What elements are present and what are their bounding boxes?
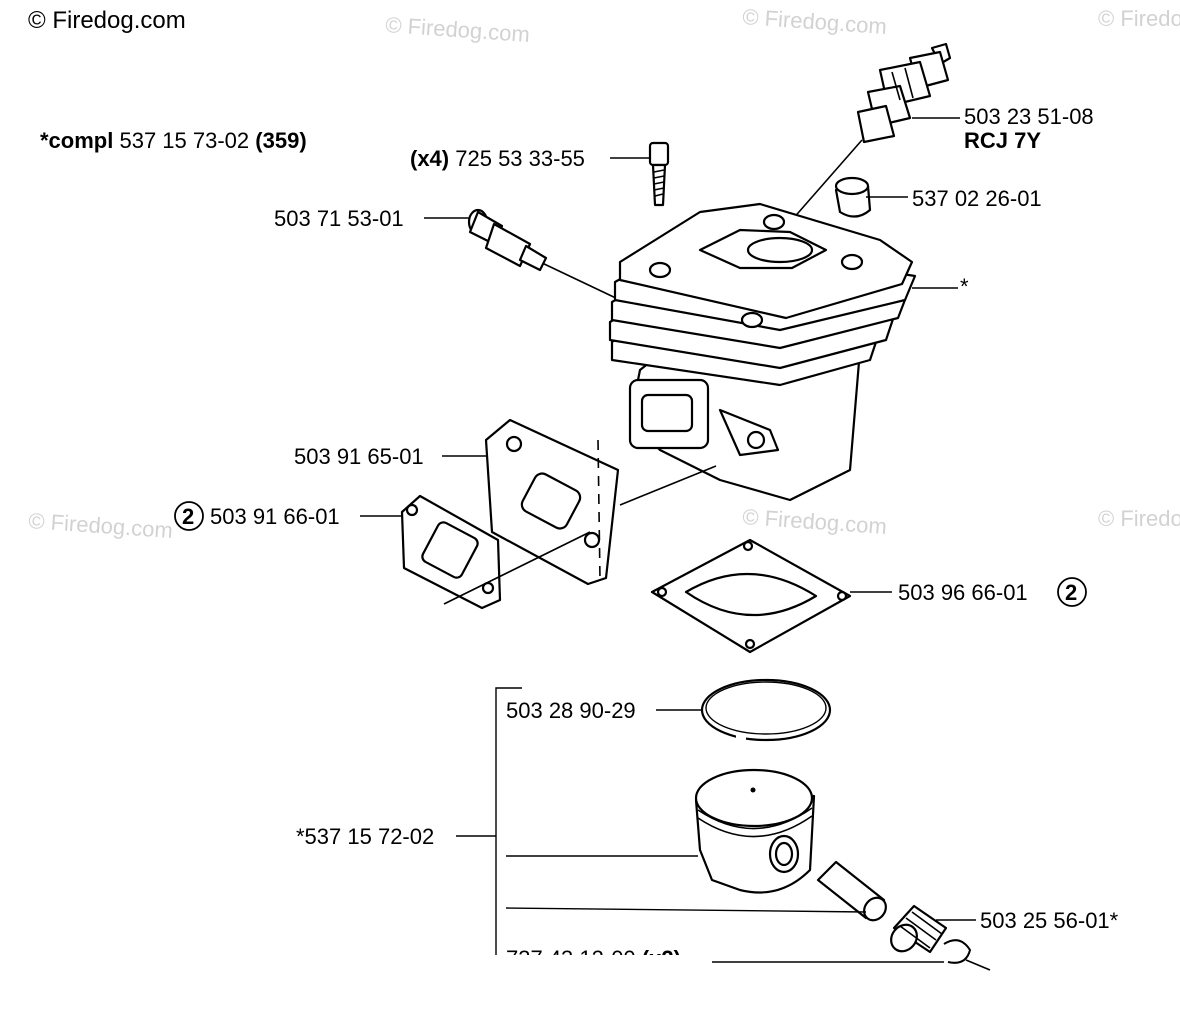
piston-ring-label[interactable]: 503 28 90-29 [506,698,636,723]
quantity-badge [174,501,204,531]
cylinder-marker-label[interactable]: * [960,274,969,299]
spark-plug-label[interactable]: 503 23 51-08 [964,104,1094,129]
circlip-part[interactable] [943,939,991,971]
base-gasket-part[interactable] [650,538,852,654]
leader-lines [360,117,976,963]
watermark-faint: © Firedog.com [1098,506,1180,531]
compl-label: *compl 537 15 73-02 (359) [40,128,307,153]
watermark-faint: © Firedog.com [28,508,174,543]
piston-kit-label[interactable]: *537 15 72-02 [296,824,434,849]
watermark-faint: © Firedog.com [1098,6,1180,31]
quantity-badge-text: 2 [1065,580,1077,605]
quantity-badge-text: 2 [182,504,194,529]
plate-part[interactable] [484,418,717,586]
circlip-label[interactable]: 737 43 12-00 (x2) [506,946,681,971]
cylinder-part[interactable] [608,202,917,502]
screw-part[interactable] [648,141,670,207]
small-gasket-label[interactable]: 503 91 66-01 [210,504,340,529]
watermark-faint: © Firedog.com [385,12,531,47]
watermark-faint: © Firedog.com [742,504,888,539]
plate-label[interactable]: 503 91 65-01 [294,444,424,469]
spark-plug-part[interactable] [769,42,952,246]
needle-bearing-part[interactable] [886,904,948,956]
valve-part[interactable] [467,208,621,301]
cap-part[interactable] [834,176,872,218]
base-gasket-label[interactable]: 503 96 66-01 [898,580,1028,605]
watermark-faint: © Firedog.com [742,4,888,39]
screw-label[interactable]: (x4) 725 53 33-55 [410,146,585,171]
spark-plug-type-label: RCJ 7Y [964,128,1041,153]
piston-ring-part[interactable] [700,678,832,742]
piston-pin-part[interactable] [816,860,890,925]
valve-label[interactable]: 503 71 53-01 [274,206,404,231]
bearing-label[interactable]: 503 25 56-01* [980,908,1119,933]
watermark-main: © Firedog.com [28,7,186,34]
small-gasket-part[interactable] [400,494,591,610]
piston-part[interactable] [694,768,816,894]
cap-label[interactable]: 537 02 26-01 [912,186,1042,211]
quantity-badge [1057,577,1087,607]
